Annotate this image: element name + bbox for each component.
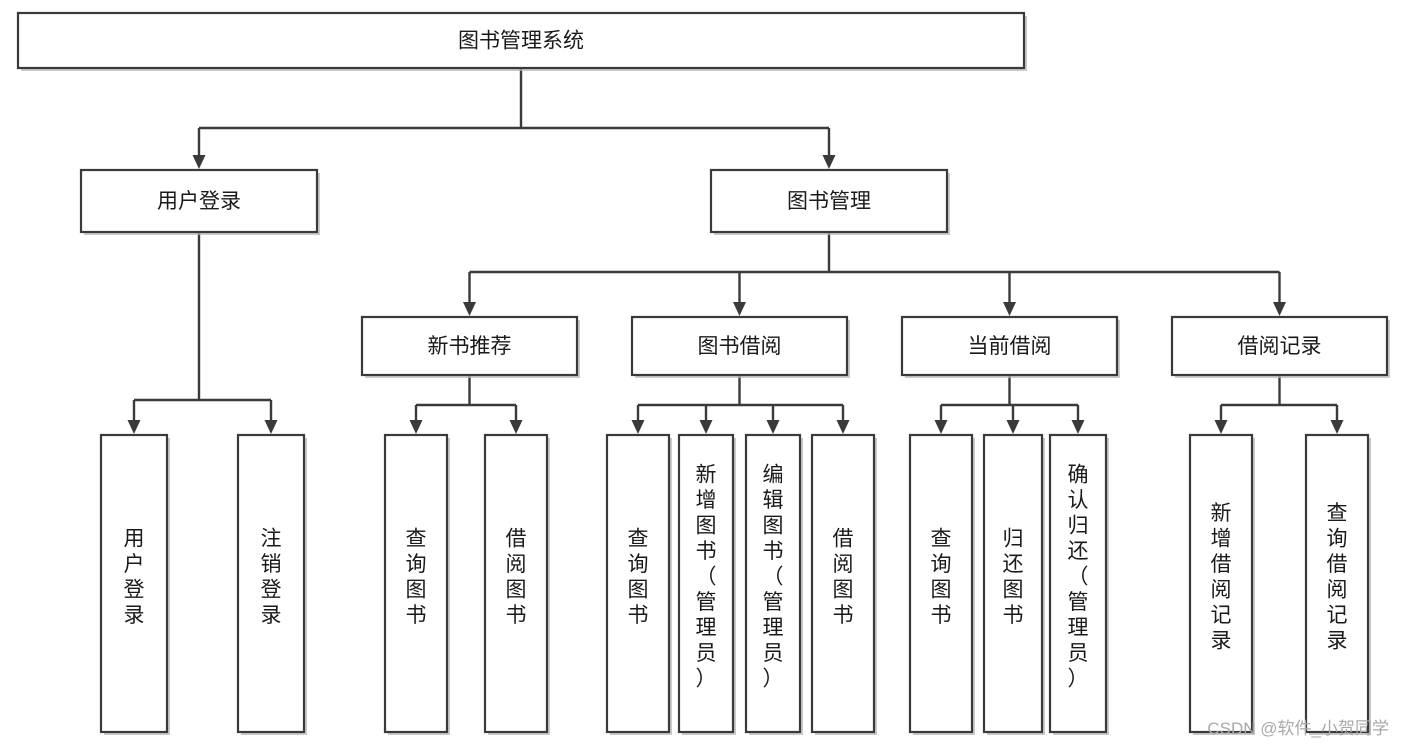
node-label: 新书推荐: [428, 335, 512, 358]
arrow-head-icon: [733, 302, 746, 316]
node-leaf-0[interactable]: 用户登录: [99, 433, 170, 735]
node-level2-0[interactable]: 用户登录: [79, 168, 320, 235]
arrow-head-icon: [192, 155, 206, 169]
node-leaf-8[interactable]: 查询图书: [908, 433, 975, 735]
node-label: 用户登录: [124, 527, 145, 627]
arrow-head-icon: [509, 420, 523, 434]
node-leaf-2[interactable]: 查询图书: [383, 433, 450, 735]
node-leaf-10[interactable]: 确认归还（管理员）: [1048, 433, 1109, 735]
node-level3-1[interactable]: 图书借阅: [630, 315, 850, 378]
node-label: 借阅图书: [833, 527, 854, 627]
node-label: 图书管理系统: [458, 30, 584, 53]
arrow-head-icon: [127, 420, 141, 434]
arrow-head-icon: [836, 420, 850, 434]
node-leaf-6[interactable]: 编辑图书（管理员）: [744, 433, 803, 735]
node-leaf-12[interactable]: 查询借阅记录: [1304, 433, 1371, 735]
node-leaf-1[interactable]: 注销登录: [236, 433, 307, 735]
node-layer: 图书管理系统用户登录图书管理新书推荐图书借阅当前借阅借阅记录用户登录注销登录查询…: [16, 11, 1390, 735]
node-label: 查询图书: [931, 527, 952, 627]
node-leaf-9[interactable]: 归还图书: [982, 433, 1045, 735]
arrow-head-icon: [822, 155, 836, 169]
node-leaf-4[interactable]: 查询图书: [605, 433, 672, 735]
node-label: 当前借阅: [968, 335, 1052, 358]
arrow-head-icon: [1214, 420, 1228, 434]
node-label: 编辑图书（管理员）: [763, 464, 784, 691]
node-root-图书管理系统[interactable]: 图书管理系统: [16, 11, 1027, 71]
node-leaf-7[interactable]: 借阅图书: [810, 433, 877, 735]
node-label: 注销登录: [261, 527, 282, 627]
arrow-head-icon: [409, 420, 423, 434]
node-label: 图书借阅: [698, 335, 782, 358]
node-label: 确认归还（管理员）: [1068, 464, 1089, 691]
node-label: 用户登录: [157, 190, 241, 213]
node-leaf-3[interactable]: 借阅图书: [483, 433, 550, 735]
node-label: 查询借阅记录: [1327, 502, 1348, 653]
arrow-head-icon: [1071, 420, 1085, 434]
node-label: 归还图书: [1003, 527, 1024, 627]
arrow-head-icon: [1006, 420, 1020, 434]
node-label: 新增借阅记录: [1211, 502, 1232, 653]
node-level2-1[interactable]: 图书管理: [709, 168, 950, 235]
arrow-head-icon: [463, 302, 476, 316]
node-label: 查询图书: [406, 527, 427, 627]
node-label: 借阅记录: [1238, 335, 1322, 358]
arrow-head-icon: [766, 420, 780, 434]
arrow-head-icon: [1003, 302, 1016, 316]
node-level3-0[interactable]: 新书推荐: [360, 315, 580, 378]
node-leaf-5[interactable]: 新增图书（管理员）: [677, 433, 736, 735]
arrow-head-icon: [264, 420, 278, 434]
arrow-head-icon: [934, 420, 948, 434]
node-label: 新增图书（管理员）: [696, 464, 717, 691]
node-level3-3[interactable]: 借阅记录: [1170, 315, 1390, 378]
arrow-head-icon: [1330, 420, 1344, 434]
connector-layer: [127, 68, 1344, 434]
arrow-head-icon: [699, 420, 713, 434]
node-level3-2[interactable]: 当前借阅: [900, 315, 1120, 378]
node-label: 借阅图书: [506, 527, 527, 627]
node-label: 查询图书: [628, 527, 649, 627]
node-leaf-11[interactable]: 新增借阅记录: [1188, 433, 1255, 735]
arrow-head-icon: [1273, 302, 1286, 316]
arrow-head-icon: [631, 420, 645, 434]
node-label: 图书管理: [787, 190, 871, 213]
